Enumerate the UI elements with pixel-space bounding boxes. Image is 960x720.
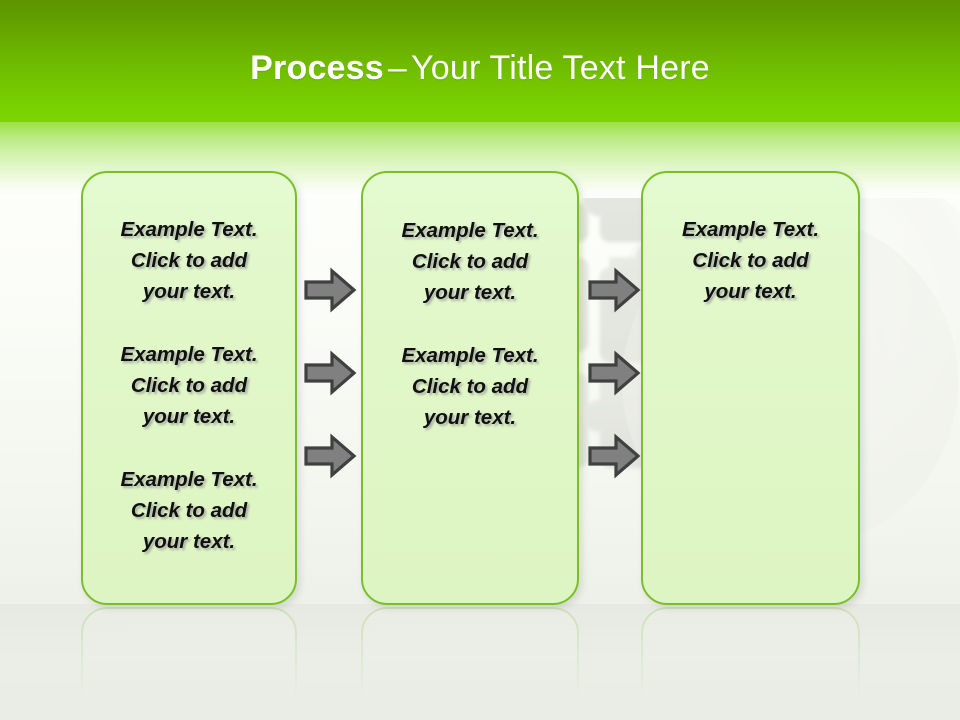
process-box-2-text-2: Example Text. Click to add your text. (401, 344, 539, 429)
page-title: Process–Your Title Text Here (0, 48, 960, 88)
arrow-right-icon-2-3 (588, 433, 641, 479)
arrow-right-icon-1-1 (304, 267, 357, 313)
process-box-2-text-1: Example Text. Click to add your text. (401, 219, 539, 304)
process-box-1-text-3: Example Text. Click to add your text. (120, 468, 258, 553)
process-box-1-text-2: Example Text. Click to add your text. (120, 343, 258, 428)
process-box-3[interactable]: Example Text. Click to add your text. (641, 171, 860, 605)
process-box-3-text-1: Example Text. Click to add your text. (681, 218, 820, 303)
arrow-right-icon-1-2 (304, 350, 357, 396)
arrow-right-icon-2-2 (588, 350, 641, 396)
process-box-2[interactable]: Example Text. Click to add your text. Ex… (361, 171, 579, 605)
arrow-right-icon-2-1 (588, 267, 641, 313)
process-box-1[interactable]: Example Text. Click to add your text. Ex… (81, 171, 297, 605)
header-band (0, 0, 960, 122)
title-rest: Your Title Text Here (411, 49, 710, 87)
title-separator: – (387, 49, 407, 87)
title-strong: Process (250, 49, 384, 87)
process-box-1-text-1: Example Text. Click to add your text. (120, 218, 258, 303)
arrow-right-icon-1-3 (304, 433, 357, 479)
